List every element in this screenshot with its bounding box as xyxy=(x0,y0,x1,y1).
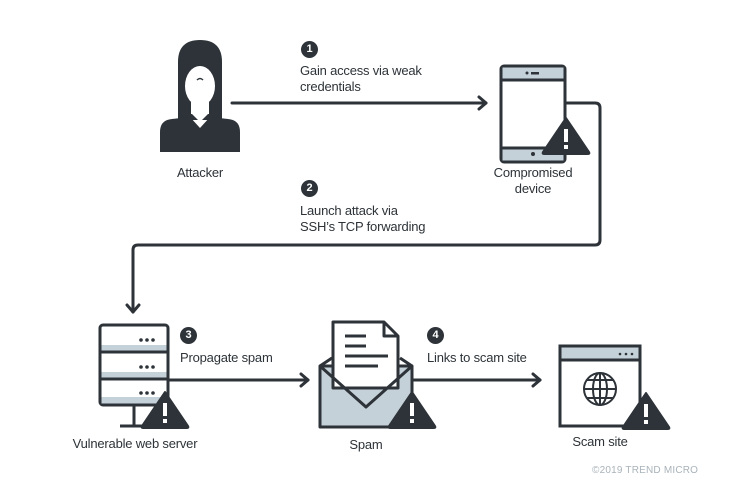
step-1-line1: Gain access via weak xyxy=(300,63,422,78)
warning-icon-spam xyxy=(387,391,437,429)
server-label: Vulnerable web server xyxy=(72,436,198,451)
step-3-badge: 3 xyxy=(180,327,197,344)
tablet-icon xyxy=(499,64,567,164)
arrowhead-4 xyxy=(531,372,542,388)
arrowhead-2 xyxy=(125,303,141,314)
step-2-line2: SSH’s TCP forwarding xyxy=(300,219,426,234)
arrowhead-3 xyxy=(299,372,310,388)
spam-label: Spam xyxy=(349,437,383,452)
warning-icon-device xyxy=(541,117,591,155)
device-label-line1: Compromised xyxy=(493,165,573,180)
step-4-text: Links to scam site xyxy=(427,350,527,365)
step-3-text: Propagate spam xyxy=(180,350,273,365)
device-label: Compromised device xyxy=(480,165,586,197)
step-2-text: Launch attack via SSH’s TCP forwarding xyxy=(300,203,426,235)
step-1-line2: credentials xyxy=(300,79,361,94)
step-2-line1: Launch attack via xyxy=(300,203,398,218)
browser-globe-icon xyxy=(558,344,642,428)
step-1-text: Gain access via weak credentials xyxy=(300,63,422,95)
arrow-device-to-server xyxy=(131,101,602,314)
envelope-icon xyxy=(318,320,414,429)
server-icon xyxy=(98,323,170,428)
arrowhead-1 xyxy=(477,95,488,111)
step-2-badge: 2 xyxy=(301,180,318,197)
scam-site-label: Scam site xyxy=(572,434,628,449)
warning-icon-server xyxy=(140,391,190,429)
attacker-label: Attacker xyxy=(176,165,224,180)
attacker-icon xyxy=(160,40,240,152)
step-4-badge: 4 xyxy=(427,327,444,344)
warning-icon-scam-site xyxy=(621,392,671,430)
device-label-line2: device xyxy=(514,181,552,196)
step-1-badge: 1 xyxy=(301,41,318,58)
copyright-text: ©2019 TREND MICRO xyxy=(592,465,699,476)
